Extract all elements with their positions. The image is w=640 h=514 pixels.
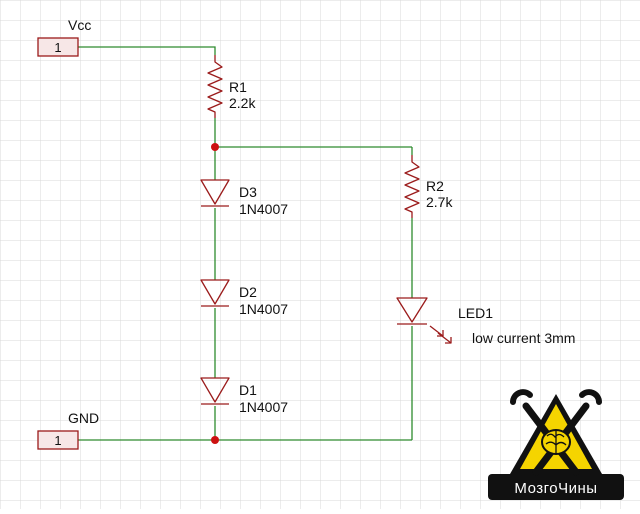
r1-value: 2.2k bbox=[229, 95, 256, 111]
r2-ref: R2 bbox=[426, 178, 444, 194]
d2-diode bbox=[200, 279, 230, 307]
wires bbox=[78, 46, 413, 441]
junctions bbox=[211, 143, 219, 444]
led1-value: low current 3mm bbox=[472, 330, 575, 346]
led1-diode bbox=[396, 297, 452, 344]
led1-ref: LED1 bbox=[458, 305, 493, 321]
connectors bbox=[37, 37, 79, 450]
d3-diode bbox=[200, 179, 230, 207]
d2-ref: D2 bbox=[239, 284, 257, 300]
components bbox=[200, 55, 452, 405]
gnd-pin-number: 1 bbox=[54, 433, 61, 448]
d1-diode bbox=[200, 377, 230, 405]
gnd-label: GND bbox=[68, 410, 99, 426]
r2-resistor bbox=[404, 155, 420, 218]
r1-resistor bbox=[207, 55, 223, 118]
d1-value: 1N4007 bbox=[239, 399, 288, 415]
brain-wrench-icon bbox=[510, 389, 602, 476]
vcc-connector bbox=[37, 37, 79, 57]
logo-text: МозгоЧины bbox=[514, 480, 597, 497]
gnd-connector bbox=[37, 430, 79, 450]
d2-value: 1N4007 bbox=[239, 301, 288, 317]
logo-banner bbox=[488, 474, 624, 500]
wire-vcc bbox=[78, 46, 216, 55]
vcc-label: Vcc bbox=[68, 17, 91, 33]
d3-ref: D3 bbox=[239, 184, 257, 200]
junction-top bbox=[211, 143, 219, 151]
d3-value: 1N4007 bbox=[239, 201, 288, 217]
d1-ref: D1 bbox=[239, 382, 257, 398]
brand-logo: МозгоЧины bbox=[488, 389, 624, 500]
r1-ref: R1 bbox=[229, 79, 247, 95]
junction-bottom bbox=[211, 436, 219, 444]
r2-value: 2.7k bbox=[426, 194, 453, 210]
vcc-pin-number: 1 bbox=[54, 40, 61, 55]
